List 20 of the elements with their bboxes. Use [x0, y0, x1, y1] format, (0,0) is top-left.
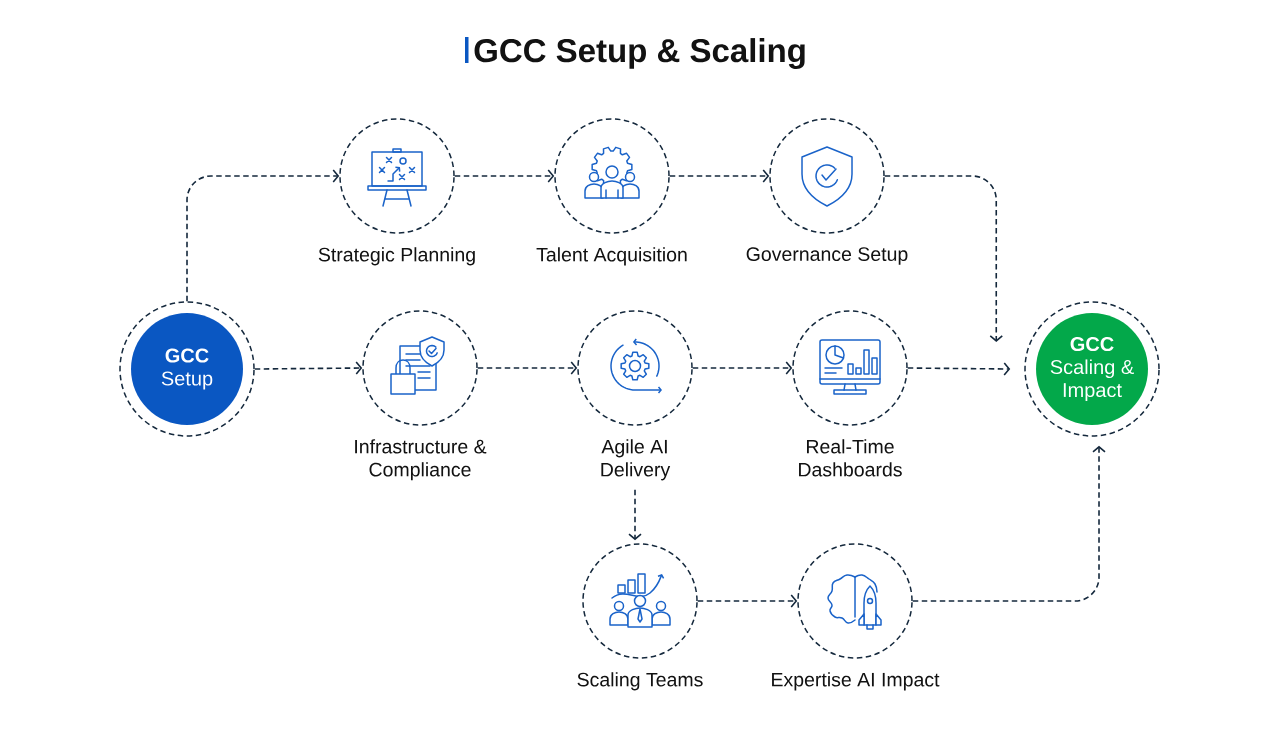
arrow — [696, 594, 798, 608]
title: GCC Setup & Scaling — [474, 38, 805, 69]
step-label: Expertise AI Impact — [772, 672, 940, 691]
step-label: Real-Time Dashboards — [799, 439, 902, 477]
step-label: Strategic Planning — [318, 247, 475, 266]
step-label: Infrastructure & Compliance — [355, 439, 487, 481]
step-label: Scaling Teams — [577, 672, 703, 691]
arrow — [628, 488, 642, 541]
arrow — [906, 362, 1011, 376]
arrow — [911, 445, 1106, 602]
arrow — [253, 361, 363, 375]
arrow — [691, 361, 793, 375]
step-label: Talent Acquisition — [536, 247, 687, 266]
arrow — [883, 175, 1004, 342]
arrow — [668, 169, 770, 183]
step-label: Governance Setup — [746, 247, 908, 265]
arrow — [186, 169, 340, 303]
step-label: Agile AI Delivery — [601, 439, 671, 481]
arrow — [476, 361, 578, 375]
arrow — [453, 169, 555, 183]
